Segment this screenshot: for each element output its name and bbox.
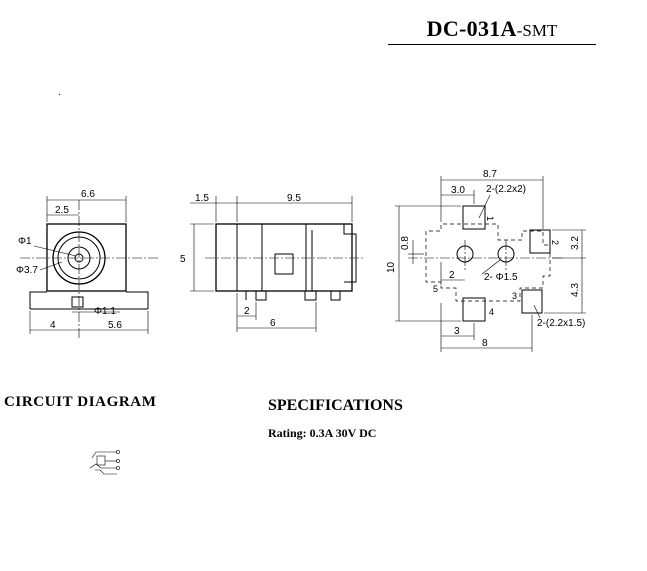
dim-0-8: 0.8: [400, 236, 411, 250]
dim-5: 5: [180, 254, 186, 265]
side-view: 1.5 9.5 5 2 6: [180, 193, 365, 332]
dim-phi3-7: Φ3.7: [16, 265, 38, 276]
dim-3-0: 3.0: [451, 185, 465, 196]
pad-top: [462, 205, 486, 230]
dim-4-3: 4.3: [570, 283, 581, 297]
dim-6-6: 6.6: [81, 189, 95, 200]
dim-phi1: Φ1: [18, 236, 32, 247]
stray-mark: .: [58, 87, 61, 98]
dim-8-7: 8.7: [483, 169, 497, 180]
front-body: [46, 223, 127, 292]
front-view: 6.6 2.5 Φ1 Φ3.7 4 5.6 Φ1.1: [16, 189, 160, 338]
dim-3: 3: [454, 326, 460, 337]
drawing-title: DC-031A-SMT: [388, 16, 596, 45]
dim-pad-top: 2-(2.2x2): [486, 184, 526, 195]
specifications-heading: SPECIFICATIONS: [268, 397, 403, 414]
dim-8: 8: [482, 338, 488, 349]
rating-text: Rating: 0.3A 30V DC: [268, 426, 377, 440]
pin-3: 3: [512, 291, 517, 301]
dim-2: 2: [244, 306, 250, 317]
dim-10: 10: [386, 261, 397, 273]
dim-phi1-1: Φ1.1: [94, 306, 116, 317]
pad-right-lower: [521, 289, 543, 314]
dim-6: 6: [270, 318, 276, 329]
dim-hole-2: 2: [449, 270, 455, 281]
pin-2: 2: [550, 240, 560, 245]
pin-5: 5: [433, 284, 438, 294]
dim-9-5: 9.5: [287, 193, 301, 204]
part-number: DC-031A: [426, 16, 517, 41]
dim-pad-side: 2-(2.2x1.5): [537, 318, 585, 329]
dim-5-6: 5.6: [108, 320, 122, 331]
dim-3-2: 3.2: [570, 236, 581, 250]
part-suffix: -SMT: [516, 21, 558, 40]
pin-1: 1: [485, 216, 495, 221]
circuit-heading: CIRCUIT DIAGRAM: [4, 394, 157, 410]
pin-4: 4: [489, 307, 494, 317]
circuit-symbol: [89, 450, 120, 475]
pad-right-upper: [529, 229, 551, 254]
pad-bottom: [462, 297, 486, 322]
dim-holes: 2- Φ1.5: [484, 272, 518, 283]
dim-2-5: 2.5: [55, 205, 69, 216]
pcb-footprint: 1 2 3 4 5 8.7 3.0 2-(2.2x2) 10 0.8 2 2- …: [386, 169, 586, 352]
dim-4: 4: [50, 320, 56, 331]
dim-1-5: 1.5: [195, 193, 209, 204]
